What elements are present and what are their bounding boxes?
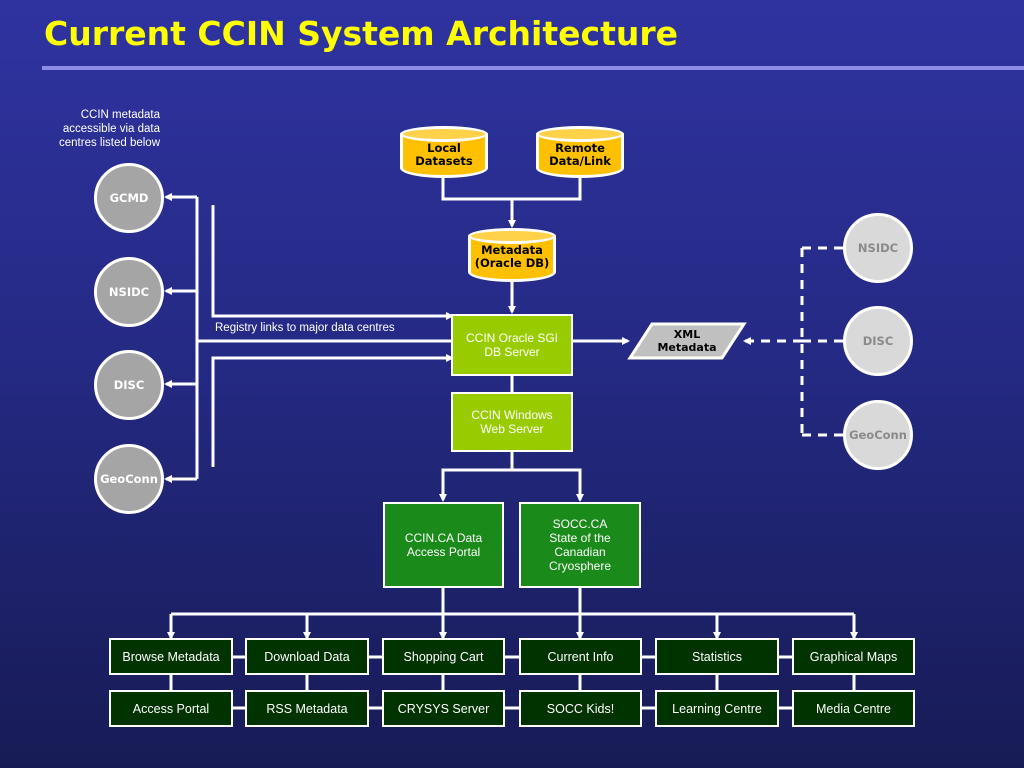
local-datasets-db: Local Datasets xyxy=(400,126,488,178)
external-centre-disc: DISC xyxy=(843,306,913,376)
feature-crysys-server-label: CRYSYS Server xyxy=(397,701,490,716)
centre-gcmd-label: GCMD xyxy=(109,191,149,205)
feature-crysys-server: CRYSYS Server xyxy=(382,690,505,727)
centre-disc: DISC xyxy=(94,350,164,420)
web-server-box: CCIN Windows Web Server xyxy=(451,392,573,452)
feature-statistics: Statistics xyxy=(655,638,779,675)
feature-current-info: Current Info xyxy=(519,638,642,675)
feature-browse-metadata-label: Browse Metadata xyxy=(122,649,220,664)
feature-access-portal: Access Portal xyxy=(109,690,233,727)
feature-download-data: Download Data xyxy=(245,638,369,675)
external-centre-disc-label: DISC xyxy=(862,334,894,348)
oracle-server-label: CCIN Oracle SGI DB Server xyxy=(465,331,558,359)
feature-socc-kids: SOCC Kids! xyxy=(519,690,642,727)
page-title: Current CCIN System Architecture xyxy=(44,14,678,53)
feature-media-centre: Media Centre xyxy=(792,690,915,727)
registry-links-label: Registry links to major data centres xyxy=(215,322,395,334)
metadata-oracle-db: Metadata (Oracle DB) xyxy=(468,228,556,282)
external-centre-nsidc-label: NSIDC xyxy=(857,241,899,255)
centre-nsidc: NSIDC xyxy=(94,257,164,327)
feature-access-portal-label: Access Portal xyxy=(132,701,210,716)
ccin-portal-label: CCIN.CA Data Access Portal xyxy=(404,531,483,559)
centre-disc-label: DISC xyxy=(113,378,145,392)
metadata-oracle-label: Metadata (Oracle DB) xyxy=(474,243,550,270)
feature-graphical-maps: Graphical Maps xyxy=(792,638,915,675)
feature-current-info-label: Current Info xyxy=(547,649,614,664)
feature-learning-centre: Learning Centre xyxy=(655,690,779,727)
remote-data-db: Remote Data/Link xyxy=(536,126,624,178)
feature-learning-centre-label: Learning Centre xyxy=(672,701,762,716)
feature-shopping-cart-label: Shopping Cart xyxy=(403,649,484,664)
socc-portal-label: SOCC.CA State of the Canadian Cryosphere xyxy=(548,517,612,573)
centre-nsidc-label: NSIDC xyxy=(108,285,150,299)
feature-shopping-cart: Shopping Cart xyxy=(382,638,505,675)
web-server-label: CCIN Windows Web Server xyxy=(471,408,553,436)
socc-portal-box: SOCC.CA State of the Canadian Cryosphere xyxy=(519,502,641,588)
title-divider xyxy=(42,66,1024,70)
ccin-portal-box: CCIN.CA Data Access Portal xyxy=(383,502,504,588)
feature-socc-kids-label: SOCC Kids! xyxy=(546,701,615,716)
local-datasets-label: Local Datasets xyxy=(415,141,473,168)
centre-geoconn: GeoConn xyxy=(94,444,164,514)
centre-geoconn-label: GeoConn xyxy=(100,472,158,486)
feature-statistics-label: Statistics xyxy=(691,649,742,664)
oracle-server-box: CCIN Oracle SGI DB Server xyxy=(451,314,573,376)
centre-gcmd: GCMD xyxy=(94,163,164,233)
external-centre-geoconn: GeoConn xyxy=(843,400,913,470)
feature-download-data-label: Download Data xyxy=(264,649,350,664)
feature-graphical-maps-label: Graphical Maps xyxy=(809,649,898,664)
feature-media-centre-label: Media Centre xyxy=(815,701,892,716)
xml-metadata-shape xyxy=(627,322,747,360)
metadata-note: CCIN metadata accessible via data centre… xyxy=(59,109,160,149)
remote-data-label: Remote Data/Link xyxy=(549,141,611,168)
external-centre-nsidc: NSIDC xyxy=(843,213,913,283)
feature-rss-metadata: RSS Metadata xyxy=(245,690,369,727)
feature-rss-metadata-label: RSS Metadata xyxy=(266,701,348,716)
feature-browse-metadata: Browse Metadata xyxy=(109,638,233,675)
xml-metadata-label: XML Metadata xyxy=(657,328,717,354)
external-centre-geoconn-label: GeoConn xyxy=(849,428,907,442)
